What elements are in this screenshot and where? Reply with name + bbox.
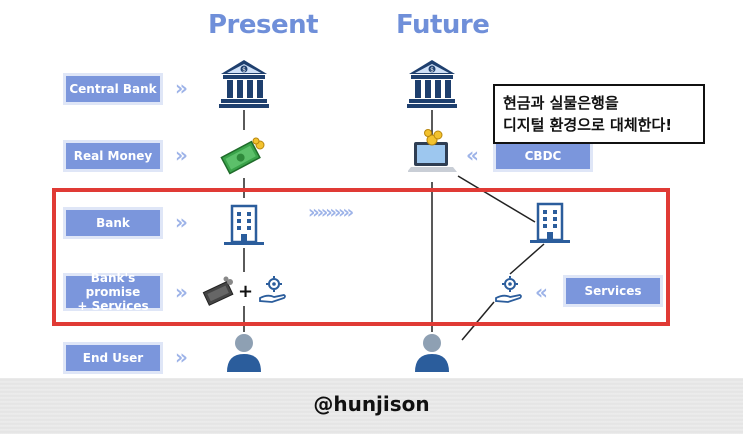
svg-text:$: $ xyxy=(242,67,246,74)
label-banks-promise-line2: + Services xyxy=(77,299,149,313)
label-end-user: End User xyxy=(66,345,160,371)
label-real-money: Real Money xyxy=(66,143,160,169)
service-gear-hand-icon xyxy=(259,276,286,303)
footer-band xyxy=(0,378,743,434)
chevron-right-4: » xyxy=(175,280,188,304)
callout-line-2: 디지털 환경으로 대체한다! xyxy=(503,116,673,134)
user-avatar-icon xyxy=(227,334,261,372)
label-banks-promise: Bank's promise + Services xyxy=(66,271,160,313)
chevron-right-1: » xyxy=(175,76,188,100)
bank-building-icon: $ xyxy=(407,60,457,108)
column-title-future: Future xyxy=(396,10,490,40)
laptop-coins-icon xyxy=(408,129,457,172)
chevron-right-2: » xyxy=(175,143,188,167)
transition-arrows: »»»»» xyxy=(308,202,354,223)
callout-line-1: 현금과 실물은행을 xyxy=(503,94,619,112)
column-title-present: Present xyxy=(208,10,319,40)
chevron-left-cbdc: « xyxy=(466,143,479,167)
label-services: Services xyxy=(566,278,660,304)
label-cbdc: CBDC xyxy=(496,143,590,169)
user-avatar-icon xyxy=(415,334,449,372)
author-handle: @hunjison xyxy=(313,392,430,416)
office-building-icon xyxy=(224,204,264,245)
promissory-note-icon xyxy=(202,276,234,306)
office-building-icon xyxy=(530,202,570,243)
highlight-frame xyxy=(52,188,670,326)
money-bills-icon xyxy=(220,137,265,175)
plus-sign: + xyxy=(238,281,254,302)
label-banks-promise-line1: Bank's promise xyxy=(85,271,141,299)
service-gear-hand-icon xyxy=(495,276,522,303)
callout-box: 현금과 실물은행을 디지털 환경으로 대체한다! xyxy=(493,84,705,144)
chevron-right-3: » xyxy=(175,210,188,234)
chevron-right-5: » xyxy=(175,345,188,369)
bank-building-icon: $ xyxy=(219,60,269,108)
svg-text:$: $ xyxy=(430,67,434,74)
chevron-left-services: « xyxy=(535,280,548,304)
label-central-bank: Central Bank xyxy=(66,76,160,102)
label-bank: Bank xyxy=(66,210,160,236)
